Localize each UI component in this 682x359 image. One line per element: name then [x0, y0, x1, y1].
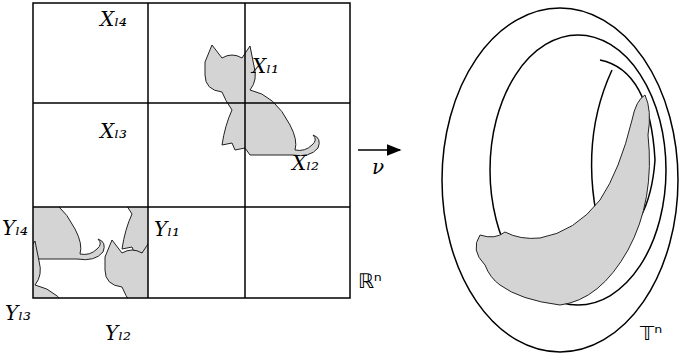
grid	[33, 3, 350, 298]
set-label: Xₗ₁	[252, 55, 279, 77]
torus	[442, 8, 678, 352]
set-label: Yₗ₂	[105, 322, 131, 344]
space-label: 𝕋ⁿ	[640, 322, 662, 344]
map-label: ν	[372, 156, 384, 178]
cat	[205, 45, 319, 156]
set-label: Yₗ₄	[2, 217, 28, 239]
set-label: Xₗ₂	[292, 152, 319, 174]
set-label: Xₗ₄	[100, 8, 127, 30]
torus-cat	[476, 95, 649, 305]
map-arrow	[358, 149, 400, 151]
set-label: Xₗ₃	[100, 120, 127, 142]
space-label: ℝⁿ	[358, 270, 382, 292]
wrapped-cat	[33, 207, 148, 298]
set-label: Yₗ₃	[5, 302, 31, 324]
set-label: Yₗ₁	[154, 218, 180, 240]
